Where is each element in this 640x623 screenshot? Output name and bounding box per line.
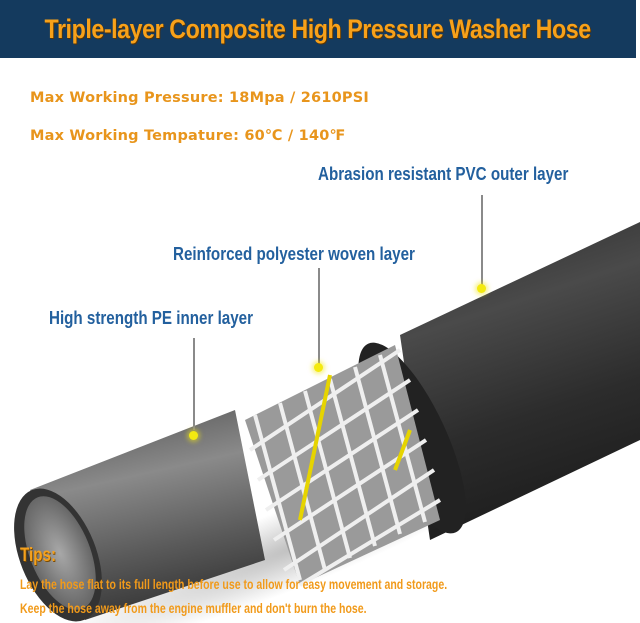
woven-layer-leader bbox=[318, 268, 320, 368]
label-inner-layer: High strength PE inner layer bbox=[49, 307, 254, 328]
spec-max-pressure: Max Working Pressure: 18Mpa / 2610PSI bbox=[30, 90, 369, 106]
woven-mesh bbox=[248, 348, 442, 587]
tips-heading: Tips: bbox=[20, 545, 57, 566]
tip-item-2: Keep the hose away from the engine muffl… bbox=[20, 601, 367, 616]
tip-item-1: Lay the hose flat to its full length bef… bbox=[20, 577, 448, 592]
inner-layer-opening bbox=[24, 496, 96, 610]
inner-layer-leader bbox=[193, 338, 195, 430]
label-outer-layer: Abrasion resistant PVC outer layer bbox=[318, 163, 569, 184]
woven-layer-dot bbox=[314, 363, 323, 372]
title-banner: Triple-layer Composite High Pressure Was… bbox=[0, 0, 636, 58]
outer-layer-leader bbox=[481, 195, 483, 288]
spec-max-temperature: Max Working Tempature: 60℃ / 140℉ bbox=[30, 128, 346, 144]
yellow-threads bbox=[298, 374, 412, 521]
label-woven-layer: Reinforced polyester woven layer bbox=[173, 243, 415, 264]
page-title: Triple-layer Composite High Pressure Was… bbox=[44, 13, 592, 44]
outer-pvc-layer bbox=[400, 222, 640, 540]
inner-layer-dot bbox=[189, 431, 198, 440]
outer-layer-dot bbox=[477, 284, 486, 293]
